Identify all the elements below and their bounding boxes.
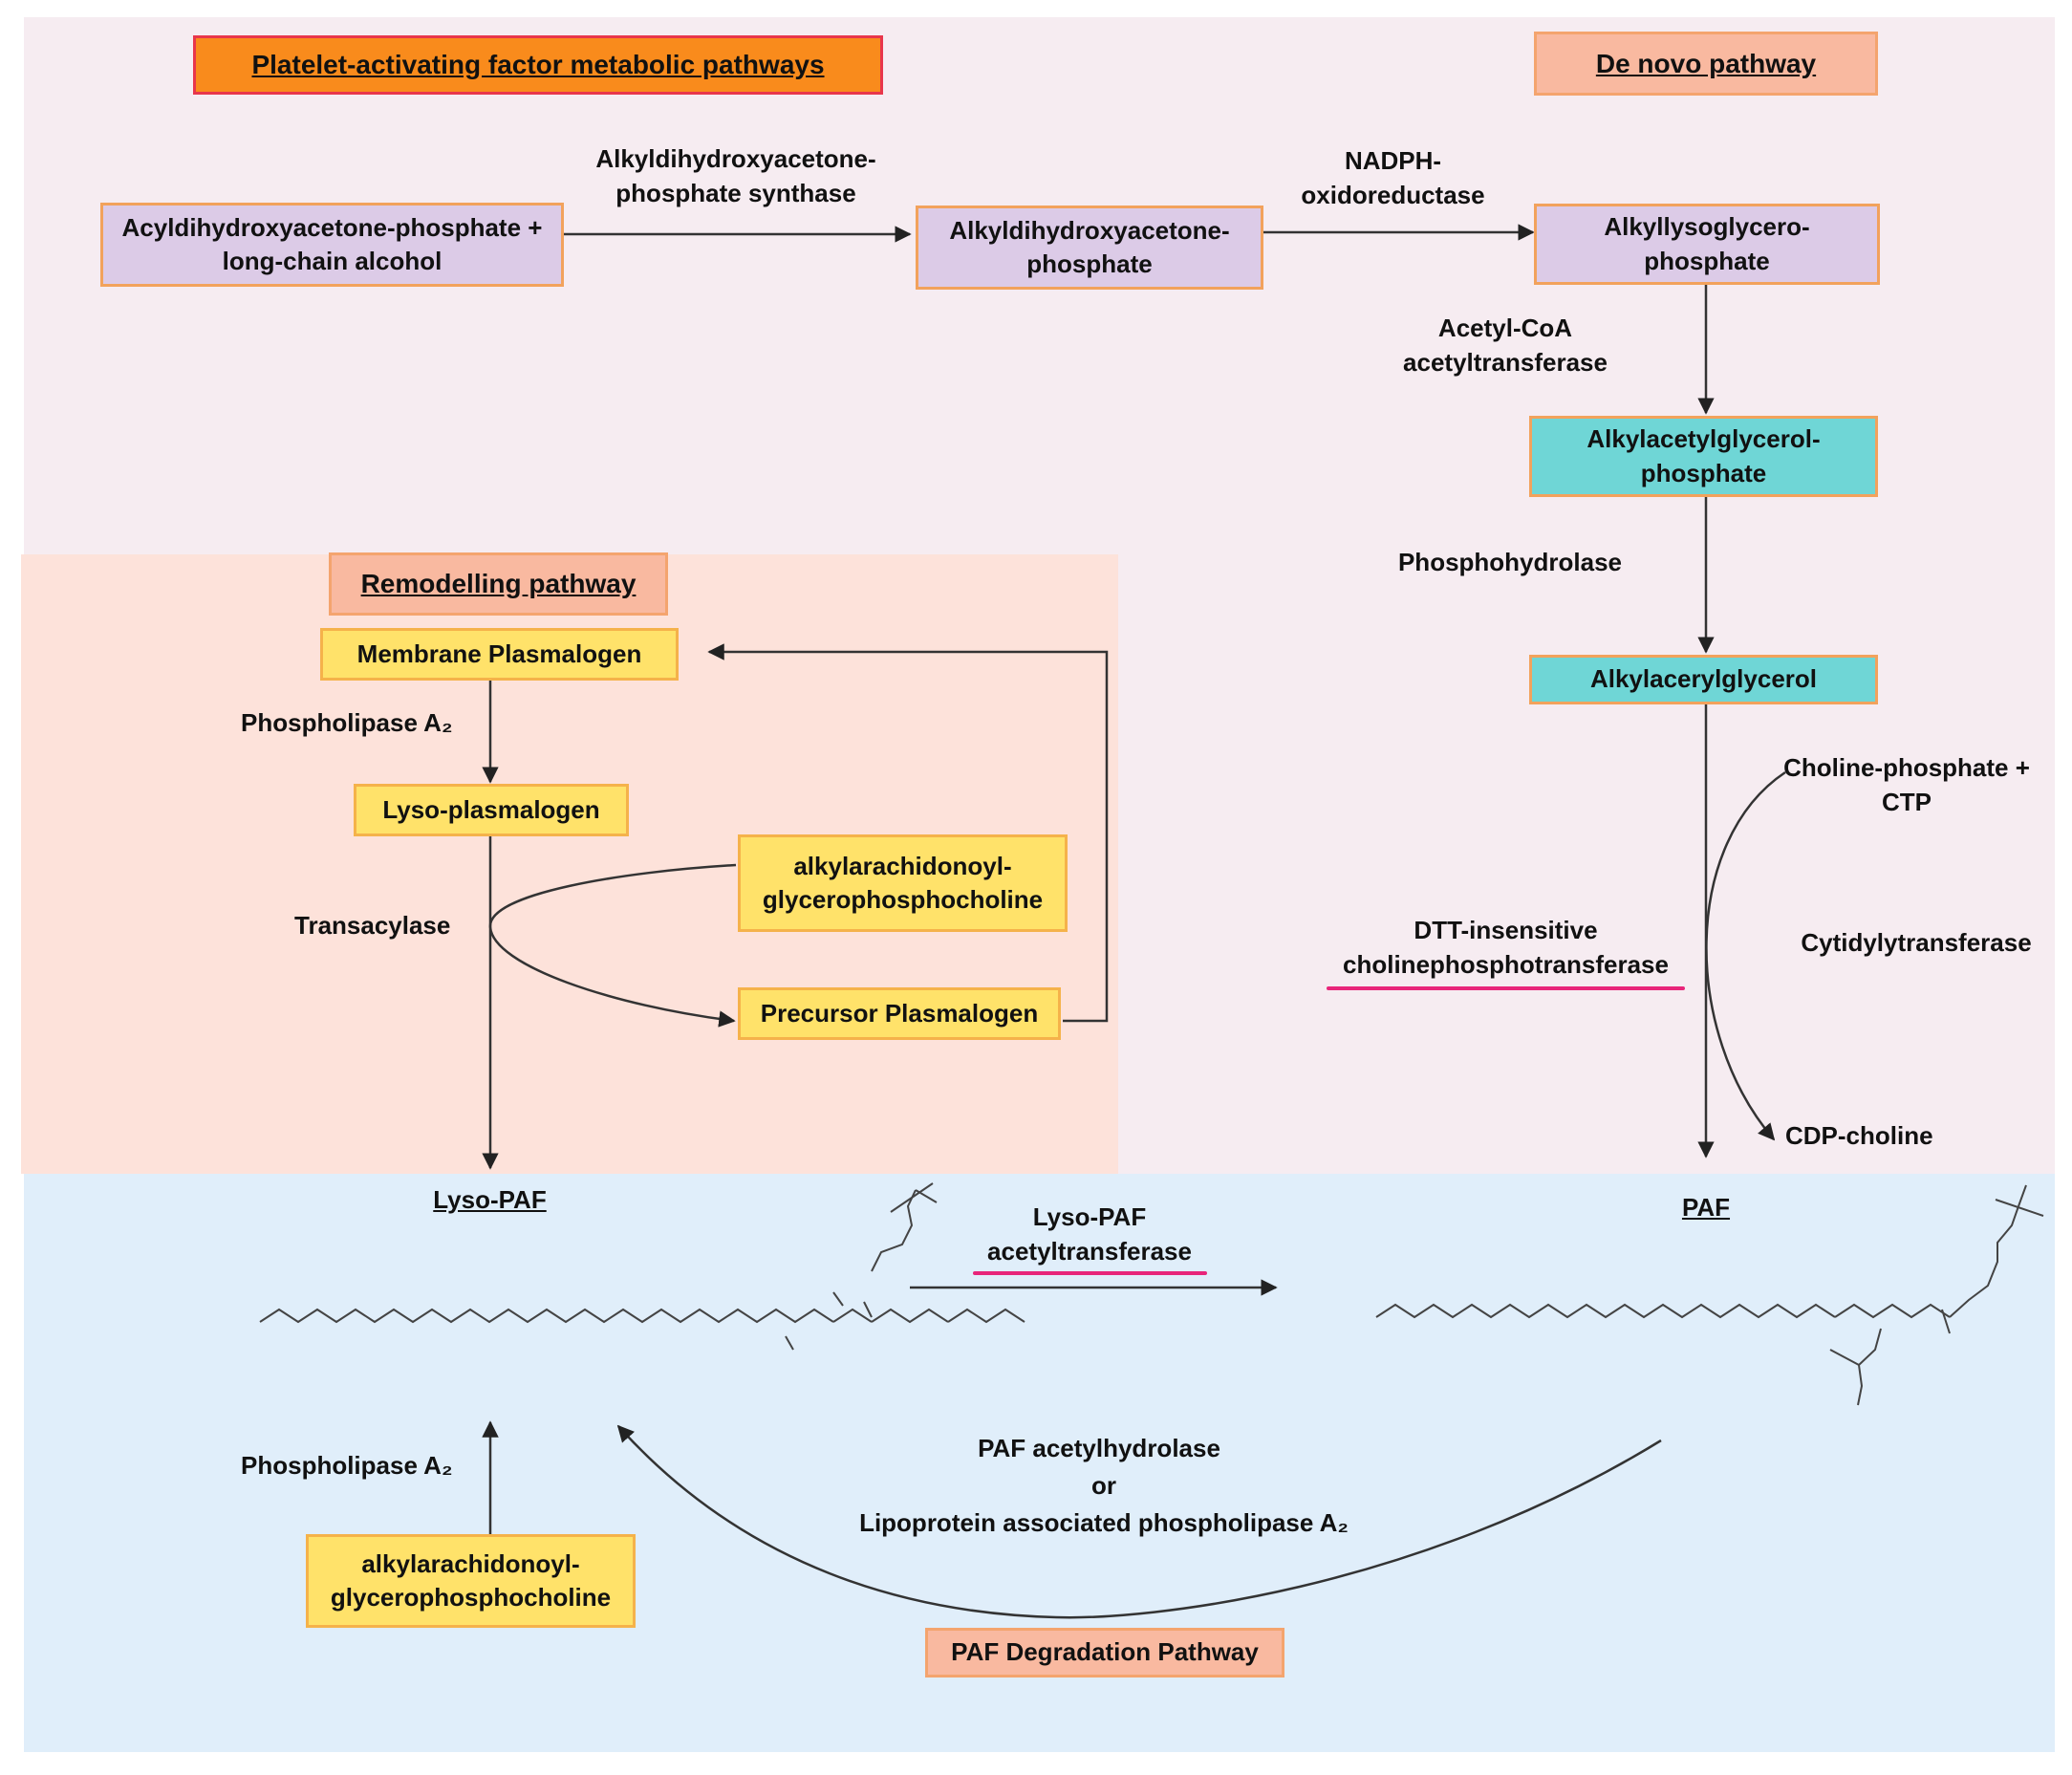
- main-title: Platelet-activating factor metabolic pat…: [193, 35, 883, 95]
- lyso-paf-label: Lyso-PAF: [433, 1185, 547, 1214]
- cdp-choline-label: CDP-choline: [1785, 1121, 1933, 1150]
- enzyme-dtt-insensitive-cholinephosphotransferase: DTT-insensitive cholinephosphotransferas…: [1343, 916, 1669, 980]
- paf-label: PAF: [1681, 1193, 1731, 1222]
- de-novo-title: De novo pathway: [1534, 32, 1878, 96]
- arrow-paf-lysopaf-curve: [616, 1424, 1662, 1619]
- alkylacerylglycerol-box: Alkylacerylglycerol: [1529, 655, 1878, 704]
- alkyldihydroxyacetone-box: Alkyldihydroxyacetone-phosphate: [916, 206, 1263, 290]
- highlight-underline-cholinephosphotransferase: [1327, 986, 1685, 990]
- enzyme-acetyl-coa-acetyltransferase: Acetyl-CoA acetyltransferase: [1403, 314, 1608, 378]
- enzyme-phosphohydrolase: Phosphohydrolase: [1397, 548, 1623, 576]
- degradation-phospholipase-a2-label: Phospholipase A₂: [241, 1451, 453, 1480]
- highlight-underline-lyso-paf-acetyltransferase: [973, 1271, 1207, 1275]
- lyso-paf-structure: [259, 1182, 1025, 1351]
- alkylarachidonoyl-gpc-box-degradation: alkylarachidonoyl-glycerophosphocholine: [306, 1534, 636, 1628]
- remodelling-title: Remodelling pathway: [329, 552, 668, 616]
- alkyllysoglycero-box: Alkyllysoglycero-phosphate: [1534, 204, 1880, 285]
- enzyme-alkyldihydroxyacetone-synthase: Alkyldihydroxyacetone-phosphate synthase: [595, 144, 876, 208]
- membrane-plasmalogen-box: Membrane Plasmalogen: [320, 628, 679, 681]
- arrow-transacylase-curve: [488, 863, 737, 1028]
- alkylarachidonoyl-gpc-box-remodelling: alkylarachidonoyl-glycerophosphocholine: [738, 834, 1068, 932]
- enzyme-nadph-oxidoreductase: NADPH-oxidoreductase: [1301, 146, 1485, 210]
- alkylacetylglycerol-phosphate-box: Alkylacetylglycerol-phosphate: [1529, 416, 1878, 497]
- or-label: or: [1091, 1471, 1116, 1500]
- transacylase-label: Transacylase: [294, 911, 451, 940]
- enzyme-lyso-paf-acetyltransferase: Lyso-PAF acetyltransferase: [987, 1202, 1192, 1266]
- arrow-choline-cdp: [1705, 770, 1786, 1141]
- enzyme-paf-acetylhydrolase: PAF acetylhydrolase: [978, 1434, 1220, 1462]
- enzyme-lipoprotein-associated-phospholipase-a2: Lipoprotein associated phospholipase A₂: [859, 1508, 1349, 1537]
- acyldihydroxyacetone-box: Acyldihydroxyacetone-phosphate + long-ch…: [100, 203, 564, 287]
- degradation-title: PAF Degradation Pathway: [925, 1628, 1284, 1678]
- arrow-precursor-membrane: [707, 643, 1109, 1023]
- paf-structure: [1375, 1184, 2044, 1406]
- choline-phosphate-ctp: Choline-phosphate + CTP: [1783, 753, 2030, 817]
- enzyme-cytidylytransferase: Cytidylytransferase: [1801, 928, 2032, 957]
- precursor-plasmalogen-box: Precursor Plasmalogen: [738, 987, 1061, 1040]
- remodelling-phospholipase-a2-label: Phospholipase A₂: [241, 708, 453, 737]
- lyso-plasmalogen-box: Lyso-plasmalogen: [354, 784, 629, 836]
